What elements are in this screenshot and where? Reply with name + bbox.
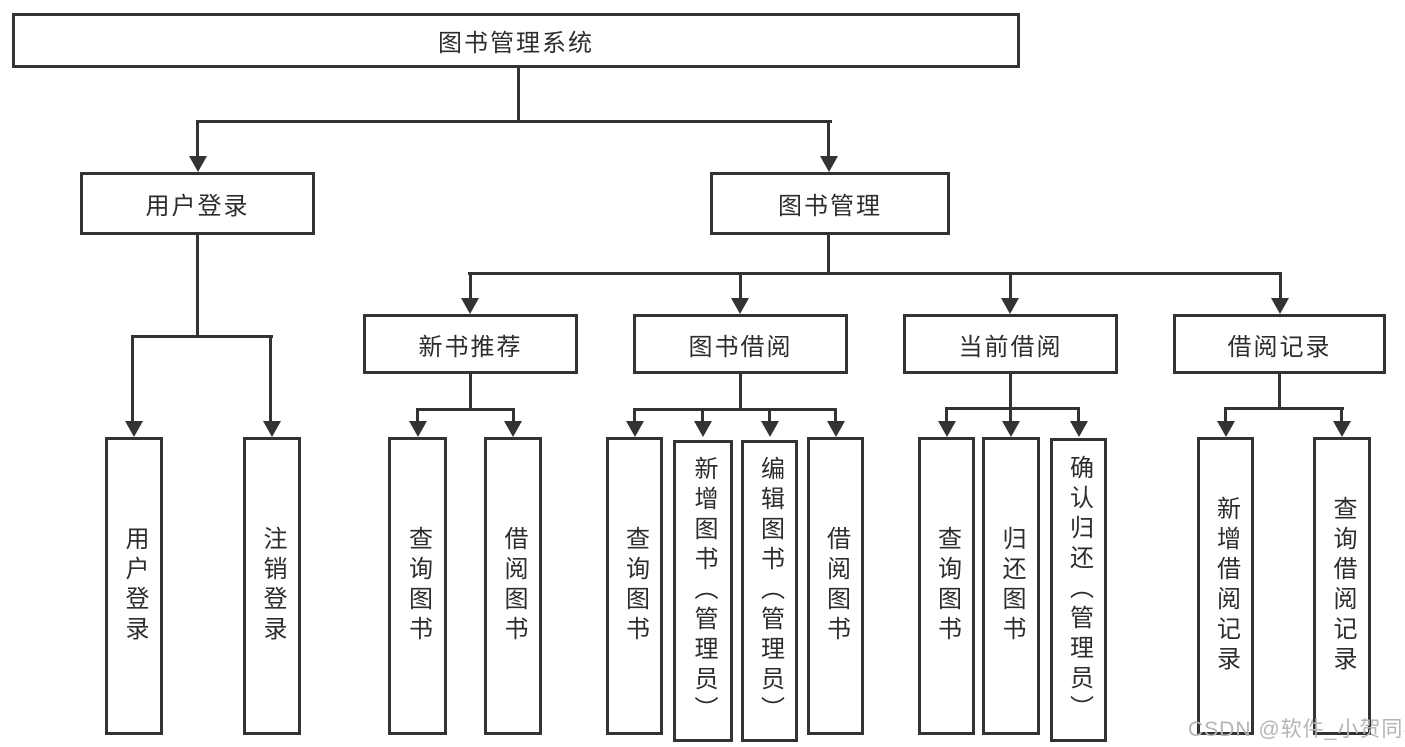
node-borrow-record: 借阅记录 — [1173, 314, 1386, 374]
connector-userlogin-rail — [131, 335, 273, 338]
arrow-down-icon — [1217, 421, 1235, 437]
node-new-book-recommend: 新书推荐 — [363, 314, 578, 374]
arrow-down-icon — [1333, 421, 1351, 437]
connector-borrowrecord-rail — [1224, 407, 1344, 410]
connector-borrowrecord-stem — [1278, 374, 1281, 407]
node-user-login-label: 用户登录 — [145, 193, 250, 220]
connector-newbook-drop-2 — [512, 411, 515, 423]
arrow-down-icon — [938, 421, 956, 437]
arrow-down-icon — [461, 298, 479, 314]
connector-root-drop-right — [827, 123, 830, 158]
leaf-current-confirm-return-admin: 确认归还（管理员） — [1050, 438, 1107, 742]
connector-userlogin-drop-right — [269, 338, 272, 423]
connector-bookmgmt-drop-4 — [1279, 275, 1282, 299]
leaf-logout: 注销登录 — [243, 437, 301, 735]
connector-bookborrow-drop-2 — [701, 411, 704, 423]
node-book-borrow: 图书借阅 — [633, 314, 848, 374]
connector-bookborrow-rail — [633, 408, 837, 411]
node-borrow-record-label: 借阅记录 — [1227, 333, 1332, 361]
arrow-down-icon — [827, 421, 845, 437]
leaf-record-query-borrow-record: 查询借阅记录 — [1313, 437, 1371, 735]
arrow-down-icon — [731, 298, 749, 314]
node-user-login: 用户登录 — [80, 172, 315, 235]
connector-bookmgmt-drop-3 — [1009, 275, 1012, 299]
connector-newbook-stem — [469, 374, 472, 408]
connector-bookmgmt-stem — [827, 235, 830, 272]
leaf-borrow-borrow-book: 借阅图书 — [807, 437, 864, 735]
leaf-user-login: 用户登录 — [105, 437, 163, 735]
leaf-current-query-book: 查询图书 — [918, 437, 975, 735]
arrow-down-icon — [263, 421, 281, 437]
connector-bookmgmt-rail — [468, 272, 1282, 275]
connector-bookmgmt-drop-2 — [739, 275, 742, 299]
connector-newbook-drop-1 — [416, 411, 419, 423]
node-new-book-recommend-label: 新书推荐 — [418, 333, 523, 361]
leaf-borrow-edit-book-admin: 编辑图书（管理员） — [741, 440, 798, 742]
connector-borrowrecord-drop-2 — [1340, 410, 1343, 423]
connector-bookborrow-stem — [739, 374, 742, 408]
leaf-borrow-add-book-admin: 新增图书（管理员） — [673, 440, 733, 742]
arrow-down-icon — [761, 421, 779, 437]
connector-currentborrow-drop-2 — [1009, 410, 1012, 423]
connector-currentborrow-drop-3 — [1077, 410, 1080, 423]
connector-currentborrow-stem — [1009, 374, 1012, 407]
connector-currentborrow-rail — [945, 407, 1080, 410]
leaf-newbook-query-book: 查询图书 — [388, 437, 447, 735]
arrow-down-icon — [820, 156, 838, 172]
connector-bookborrow-drop-1 — [633, 411, 636, 423]
connector-bookborrow-drop-4 — [834, 411, 837, 423]
leaf-record-add-borrow-record: 新增借阅记录 — [1197, 437, 1254, 735]
arrow-down-icon — [694, 421, 712, 437]
node-book-borrow-label: 图书借阅 — [688, 333, 793, 361]
connector-borrowrecord-drop-1 — [1224, 410, 1227, 423]
arrow-down-icon — [626, 421, 644, 437]
arrow-down-icon — [1001, 298, 1019, 314]
leaf-current-return-book: 归还图书 — [982, 437, 1040, 735]
arrow-down-icon — [1002, 421, 1020, 437]
arrow-down-icon — [1070, 421, 1088, 437]
node-root: 图书管理系统 — [12, 13, 1020, 68]
arrow-down-icon — [504, 421, 522, 437]
connector-bookborrow-drop-3 — [768, 411, 771, 423]
arrow-down-icon — [189, 156, 207, 172]
node-current-borrow-label: 当前借阅 — [958, 333, 1063, 361]
connector-userlogin-drop-left — [131, 338, 134, 423]
arrow-down-icon — [409, 421, 427, 437]
connector-bookmgmt-drop-1 — [469, 275, 472, 299]
watermark: CSDN @软件_小贺同学 — [1188, 718, 1405, 741]
connector-root-rail — [196, 120, 832, 123]
node-book-management: 图书管理 — [710, 172, 950, 235]
arrow-down-icon — [125, 421, 143, 437]
arrow-down-icon — [1271, 298, 1289, 314]
connector-root-stem — [517, 68, 520, 120]
connector-root-drop-left — [196, 123, 199, 158]
connector-currentborrow-drop-1 — [945, 410, 948, 423]
node-current-borrow: 当前借阅 — [903, 314, 1118, 374]
leaf-borrow-query-book: 查询图书 — [606, 437, 663, 735]
connector-newbook-rail — [416, 408, 515, 411]
connector-userlogin-stem — [196, 235, 199, 335]
node-book-management-label: 图书管理 — [778, 193, 882, 220]
node-root-label: 图书管理系统 — [438, 30, 594, 57]
leaf-newbook-borrow-book: 借阅图书 — [484, 437, 542, 735]
